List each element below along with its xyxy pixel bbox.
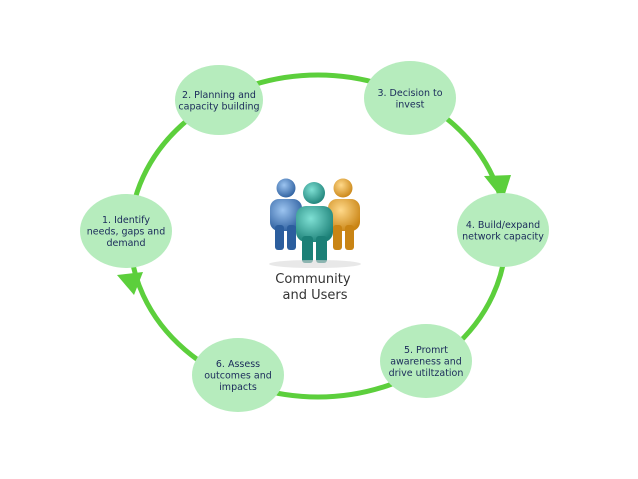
step-node-label-line: impacts	[219, 382, 257, 393]
center-label-line-2: and Users	[283, 288, 348, 303]
step-node-label-line: outcomes and	[204, 371, 272, 382]
step-node-circle	[364, 61, 456, 135]
arrow-head-left	[117, 272, 143, 295]
step-node-label-line: capacity building	[178, 101, 259, 112]
step-node-label-line: network capacity	[462, 231, 544, 242]
step-node-label-line: 5. Promrt	[404, 345, 448, 356]
step-node-label-line: 2. Planning and	[182, 90, 256, 101]
step-node-circle	[380, 324, 472, 398]
step-node-label-line: 1. Identify	[102, 215, 150, 226]
center-label-line-1: Community	[275, 272, 351, 287]
step-node-circle	[175, 65, 263, 135]
step-node-label-line: awareness and	[390, 357, 462, 368]
step-node-label-line: invest	[396, 99, 425, 110]
step-node-label-line: 4. Build/expand	[466, 220, 540, 231]
step-node-circle	[192, 338, 284, 412]
people-group-icon	[269, 178, 361, 268]
step-node-circle	[80, 194, 172, 268]
center-label: Community and Users	[275, 272, 354, 303]
step-node-label-line: demand	[106, 238, 145, 249]
step-node-label-line: drive utiltzation	[389, 368, 464, 379]
step-node-label-line: 3. Decision to	[377, 88, 442, 99]
step-node-label-line: needs, gaps and	[87, 227, 165, 238]
step-node-label-line: 6. Assess	[216, 359, 260, 370]
step-node-circle	[457, 193, 549, 267]
